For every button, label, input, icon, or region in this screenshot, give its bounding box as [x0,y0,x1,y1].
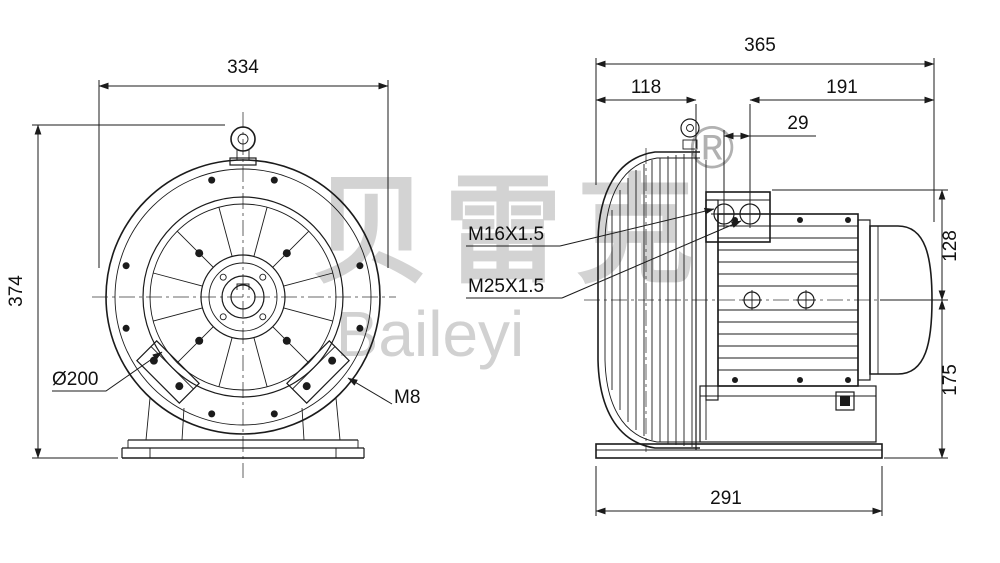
label-gland-small: M16X1.5 [466,207,715,247]
label-text-m16: M16X1.5 [468,224,544,245]
label-text-m8: M8 [394,387,420,408]
dim-housing-depth: 118 [595,77,697,148]
dim-base-length: 291 [595,466,883,516]
dim-gland-spacing: 29 [723,113,816,202]
dim-motor-length: 191 [749,77,935,202]
watermark-cjk-text: 贝雷克 [312,166,708,298]
motor-tie-bolts [732,217,851,383]
muffler-box [699,385,877,443]
outlet-port [835,391,855,411]
label-gland-large: M25X1.5 [466,220,742,299]
dim-text-291: 291 [710,488,742,509]
motor-fins [718,225,858,371]
side-view [584,118,944,459]
hub-ring-outer [200,254,286,340]
hub-ring-inner [208,262,278,332]
port-flange-right [286,340,350,404]
support-legs [145,397,341,441]
housing-inner-circle [114,168,372,426]
dim-text-365: 365 [744,35,776,56]
housing-profile-outer [597,151,700,449]
dim-text-29: 29 [787,113,808,134]
eyebolt-front [229,126,257,166]
label-text-m25: M25X1.5 [468,276,544,297]
label-flange-diameter: Ø200 [52,351,163,392]
front-view [92,112,396,478]
dim-text-175: 175 [940,364,961,396]
dim-height-lower: 175 [884,299,961,459]
shaft-keyway [236,283,250,290]
inlet-ring-inner [149,203,337,391]
dim-text-374: 374 [6,275,27,307]
dim-text-191: 191 [826,77,858,98]
label-foot-bolt: M8 [347,377,420,408]
hub-bolts [195,249,291,345]
base-front [121,439,365,459]
housing-profile-inner [604,157,700,443]
inlet-ring-outer [142,196,344,398]
housing-outer-circle [105,159,381,435]
impeller-spokes [153,207,333,387]
dim-height-upper: 128 [772,189,961,301]
dim-text-128: 128 [940,230,961,262]
dim-text-118: 118 [631,77,661,98]
watermark: 贝雷克 Baileyi ® [312,114,734,370]
shaft-boss-circle [221,275,265,319]
motor [705,199,933,401]
shaft-bore-circle [230,284,256,310]
label-text-diameter-200: Ø200 [52,369,98,390]
base-side [595,443,883,459]
dimensions-front: 334 374 Ø200 M8 [6,57,420,459]
dim-front-width: 334 [98,57,389,268]
dim-front-height: 374 [6,124,225,459]
eyebolt-side [680,118,700,150]
motor-plugs [742,290,816,310]
dim-text-334: 334 [227,57,259,78]
housing-fins [611,153,693,447]
dimensions-side: 365 118 191 29 128 [466,35,961,516]
rim-screws [122,176,364,418]
watermark-latin-text: Baileyi [336,298,525,370]
dim-side-total-width: 365 [595,35,935,222]
